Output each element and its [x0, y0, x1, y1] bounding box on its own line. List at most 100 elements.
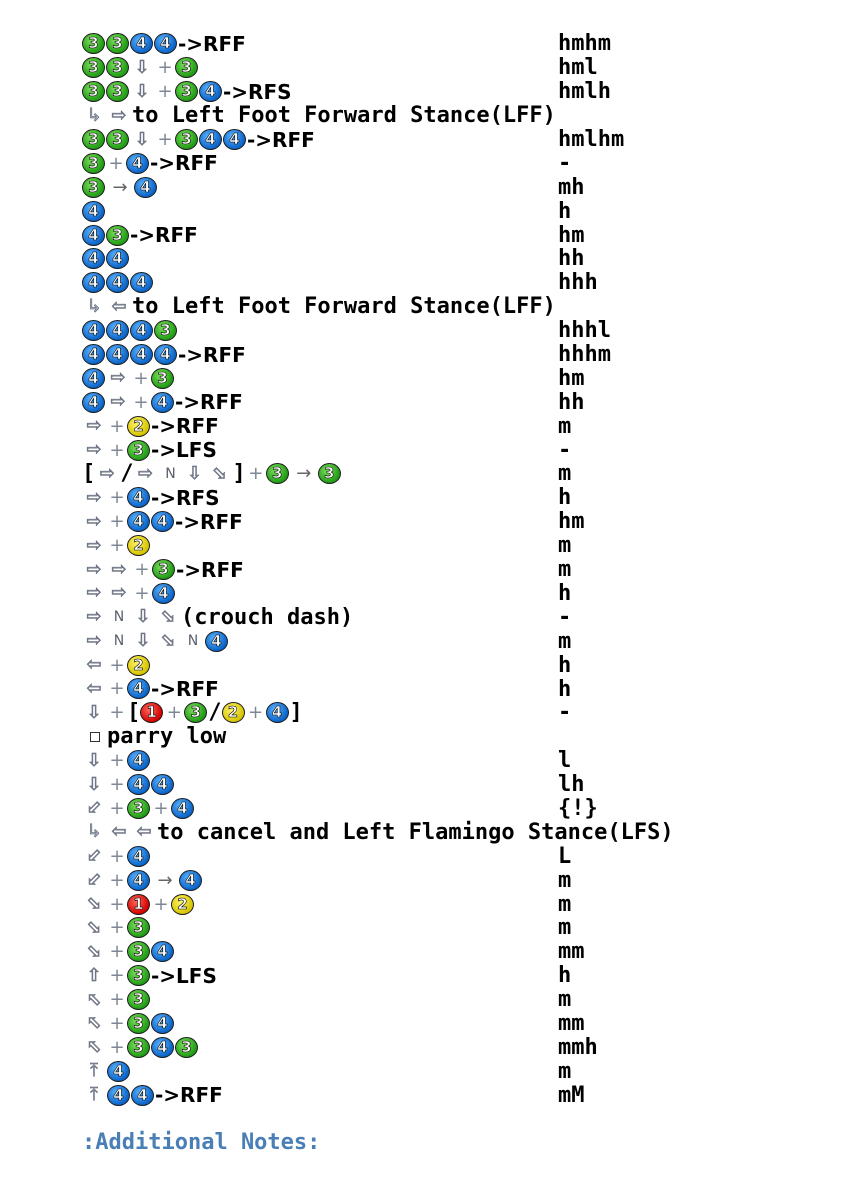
button-4-icon: 4: [127, 774, 150, 796]
move-command: 4⇨+4->RFF: [82, 390, 243, 414]
button-3-icon: 3: [175, 81, 198, 103]
bullet-square-icon: [90, 731, 100, 742]
button-3-icon: 3: [82, 33, 105, 55]
stance-transition-text: ->RFF: [175, 390, 243, 415]
plus-icon: +: [109, 702, 125, 724]
move-note-text: parry low: [107, 724, 227, 750]
button-3-icon: 3: [82, 176, 105, 198]
hit-level: hh: [558, 246, 585, 272]
button-3-icon: 3: [175, 1036, 198, 1058]
stance-transition-text: ->RFF: [150, 151, 218, 176]
down-arrow-icon: ⇩: [186, 462, 203, 484]
stance-transition-text: ->LFS: [151, 963, 217, 988]
hit-level: mm: [558, 939, 585, 965]
hit-level: h: [558, 485, 572, 511]
bracket-symbol: [: [82, 461, 96, 487]
followup-arrow-icon: →: [112, 176, 128, 198]
plus-icon: +: [109, 797, 125, 819]
button-2-icon: 2: [127, 654, 150, 676]
forward-arrow-icon: ⇨: [111, 558, 127, 580]
plus-icon: +: [153, 893, 169, 915]
plus-icon: +: [133, 391, 149, 413]
move-command: parry low: [82, 724, 227, 750]
move-command: ⬂+1+2: [82, 892, 195, 916]
move-row: 3+4->RFF-: [82, 150, 822, 176]
button-3-icon: 3: [184, 702, 208, 724]
stance-transition-text: ->RFF: [247, 127, 315, 152]
hit-level: -: [558, 700, 572, 726]
plus-icon: +: [109, 845, 125, 867]
button-4-icon: 4: [130, 272, 153, 294]
hit-level: L: [558, 843, 572, 869]
hit-level: mmh: [558, 1034, 598, 1060]
move-command: ⤒4: [82, 1059, 131, 1083]
button-2-icon: 2: [127, 415, 150, 437]
forward-arrow-icon: ⇨: [86, 534, 102, 556]
button-4-icon: 4: [82, 391, 105, 413]
stance-transition-text: ->RFF: [178, 342, 246, 367]
button-4-icon: 4: [154, 344, 177, 366]
up-back-arrow-icon: ⬁: [86, 1036, 102, 1058]
forward-arrow-icon: ⇨: [86, 439, 102, 461]
plus-icon: +: [109, 439, 125, 461]
hit-level: mh: [558, 174, 585, 200]
plus-icon: +: [134, 559, 150, 581]
move-command: ⇩+4: [82, 749, 151, 773]
plus-icon: +: [153, 797, 169, 819]
button-2-icon: 2: [221, 702, 245, 724]
forward-arrow-icon: ⇨: [86, 630, 102, 652]
hit-level: -: [558, 150, 572, 176]
button-4-icon: 4: [82, 344, 105, 366]
hit-level: m: [558, 915, 572, 941]
plus-icon: +: [109, 869, 125, 891]
followup-arrow-icon: →: [157, 869, 173, 891]
move-row: ↳⇦⇦to cancel and Left Flamingo Stance(LF…: [82, 820, 822, 845]
button-1-icon: 1: [140, 702, 164, 724]
back-arrow-icon: ⇦: [136, 821, 152, 843]
button-3-icon: 3: [82, 81, 105, 103]
plus-icon: +: [109, 941, 125, 963]
move-command: ⇨+2: [82, 534, 151, 558]
hit-level: -: [558, 604, 572, 630]
down-arrow-icon: ⇩: [134, 80, 150, 102]
move-command: ⬃+3+4: [82, 797, 195, 821]
plus-icon: +: [108, 152, 124, 174]
button-4-icon: 4: [126, 152, 149, 174]
stance-transition-text: ->RFF: [151, 677, 219, 701]
hit-level: hhhl: [558, 318, 611, 344]
move-row: ⬂+3 m: [82, 915, 822, 941]
button-3-icon: 3: [106, 57, 129, 79]
button-3-icon: 3: [152, 559, 175, 581]
bracket-symbol: /: [208, 700, 222, 726]
move-command: ⬂+3: [82, 916, 151, 940]
hit-level: m: [558, 867, 572, 893]
move-command: 3→4: [82, 175, 158, 199]
forward-arrow-icon: ⇨: [86, 486, 102, 508]
button-4-icon: 4: [179, 869, 202, 891]
back-arrow-icon: ⇦: [86, 654, 102, 676]
button-4-icon: 4: [107, 1084, 130, 1106]
plus-icon: +: [109, 654, 125, 676]
button-4-icon: 4: [106, 272, 129, 294]
button-4-icon: 4: [106, 248, 129, 270]
hit-level: m: [558, 557, 572, 583]
button-4-icon: 4: [82, 224, 105, 246]
stance-transition-text: ->RFF: [176, 557, 244, 582]
hit-level: m: [558, 413, 572, 439]
button-1-icon: 1: [127, 893, 150, 915]
